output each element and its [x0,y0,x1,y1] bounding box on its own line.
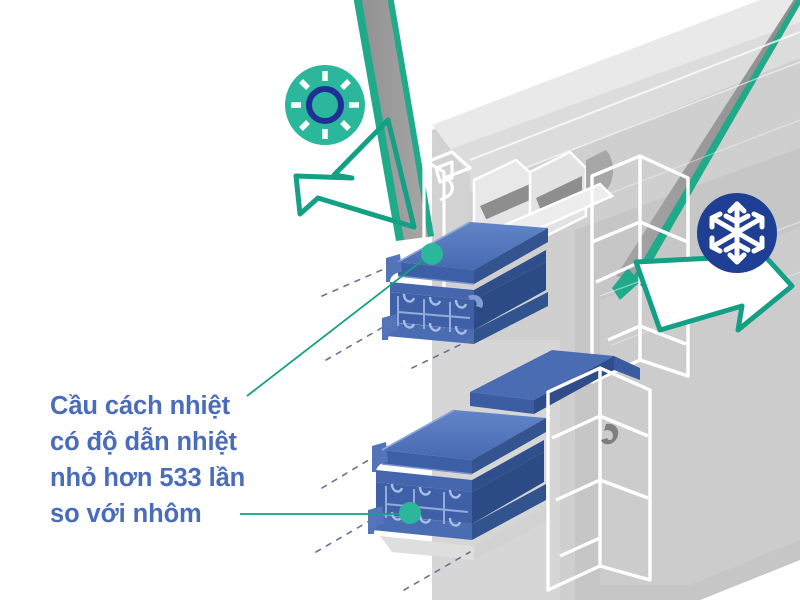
callout-line-2: có độ dẫn nhiệt [50,428,237,456]
heat-flow-arrow-left [293,117,417,230]
thermal-break-marker-lower [399,502,421,524]
callout-line-4: so với nhôm [50,500,202,528]
callout-line-1: Cầu cách nhiệt [50,392,230,420]
glass-pane-left [353,0,434,241]
callout-line-3: nhỏ hơn 533 lần [50,464,246,492]
leader-line-upper [246,255,429,397]
callout-text-block: Cầu cách nhiệt có độ dẫn nhiệt nhỏ hơn 5… [50,388,310,532]
thermal-break-marker-upper [421,243,443,265]
snowflake-icon [697,193,777,273]
dashed-projection-lines [315,261,471,591]
thermal-break-profile-upper [382,221,548,344]
callout-leader-lines [240,255,429,515]
frame-hook-detail-lower [601,423,619,445]
frame-profile-outline-lower [546,366,652,592]
glass-pane-right [612,0,800,300]
sun-icon [285,65,365,145]
